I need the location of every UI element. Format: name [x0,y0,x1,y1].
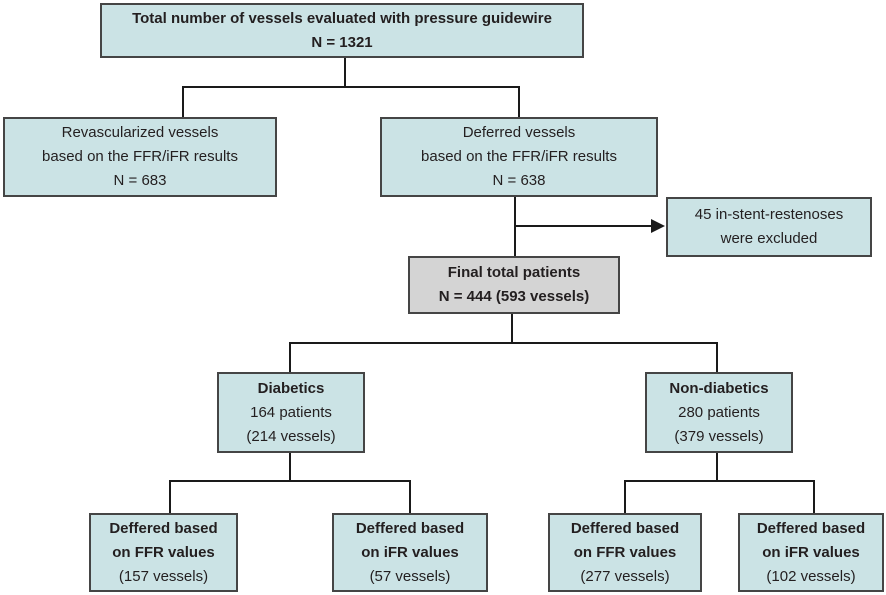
connector-exclusion-arrow [515,225,652,227]
box-non-diabetics-ifr: Deffered based on iFR values (102 vessel… [738,513,884,592]
connector-diabetics-stem [289,453,291,482]
connector-split3-right [409,480,411,513]
box-non-diabetics-ifr-line-3: (102 vessels) [766,567,856,585]
box-diabetics-line-2: 164 patients [250,403,332,421]
box-total-vessels: Total number of vessels evaluated with p… [100,3,584,58]
connector-final-stem [511,314,513,344]
connector-split1-right [518,86,520,117]
box-deferred-line-3: N = 638 [492,172,546,189]
box-total-line-2: N = 1321 [311,33,373,51]
box-diabetics-ifr-line-2: on iFR values [361,543,459,561]
arrow-right-icon [651,219,665,233]
box-final-total: Final total patients N = 444 (593 vessel… [408,256,620,314]
box-diabetics-ifr-line-3: (57 vessels) [369,567,451,585]
box-deferred-line-1: Deferred vessels [462,124,576,141]
connector-split2-horizontal [289,342,718,344]
box-revascularized-line-1: Revascularized vessels [61,124,219,141]
box-non-diabetics-line-2: 280 patients [678,403,760,421]
box-total-line-1: Total number of vessels evaluated with p… [132,9,552,27]
connector-split3-horizontal [169,480,411,482]
box-non-diabetics-ifr-line-2: on iFR values [762,543,860,561]
connector-split4-horizontal [624,480,815,482]
box-revascularized: Revascularized vessels based on the FFR/… [3,117,277,197]
box-diabetics-ifr-line-1: Deffered based [355,519,465,537]
connector-nondiabetics-stem [716,453,718,482]
connector-split4-left [624,480,626,513]
box-non-diabetics-line-3: (379 vessels) [674,427,764,445]
box-non-diabetics-ffr-line-3: (277 vessels) [580,567,670,585]
box-non-diabetics: Non-diabetics 280 patients (379 vessels) [645,372,793,453]
box-diabetics-ffr-line-1: Deffered based [109,519,218,537]
connector-split2-left [289,342,291,372]
box-excluded: 45 in-stent-restenoses were excluded [666,197,872,257]
connector-split4-right [813,480,815,513]
box-deferred: Deferred vessels based on the FFR/iFR re… [380,117,658,197]
box-revascularized-line-2: based on the FFR/iFR results [42,148,238,165]
connector-split1-left [182,86,184,117]
box-non-diabetics-ifr-line-1: Deffered based [756,519,866,537]
box-diabetics: Diabetics 164 patients (214 vessels) [217,372,365,453]
box-non-diabetics-ffr-line-1: Deffered based [570,519,680,537]
box-final-line-2: N = 444 (593 vessels) [438,288,590,305]
box-excluded-line-1: 45 in-stent-restenoses [694,206,844,223]
connector-total-stem [344,57,346,88]
box-diabetics-ffr-line-3: (157 vessels) [118,567,209,585]
box-diabetics-ffr: Deffered based on FFR values (157 vessel… [89,513,238,592]
box-excluded-line-2: were excluded [720,230,818,247]
box-final-line-1: Final total patients [447,264,581,281]
box-non-diabetics-ffr: Deffered based on FFR values (277 vessel… [548,513,702,592]
connector-split3-left [169,480,171,513]
connector-split2-right [716,342,718,372]
box-non-diabetics-ffr-line-2: on FFR values [573,543,677,561]
box-deferred-line-2: based on the FFR/iFR results [421,148,617,165]
box-non-diabetics-line-1: Non-diabetics [669,379,769,397]
box-revascularized-line-3: N = 683 [113,172,167,189]
box-diabetics-line-3: (214 vessels) [246,427,336,445]
connector-split1-horizontal [182,86,520,88]
box-diabetics-ffr-line-2: on FFR values [112,543,215,561]
box-diabetics-line-1: Diabetics [257,379,325,397]
box-diabetics-ifr: Deffered based on iFR values (57 vessels… [332,513,488,592]
